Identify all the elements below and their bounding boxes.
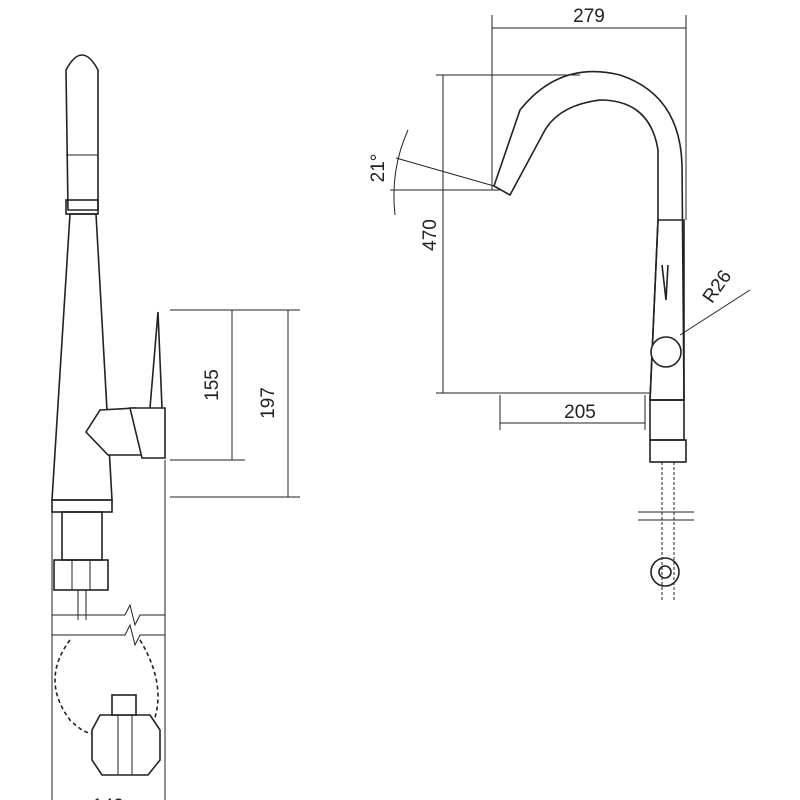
front-body	[649, 219, 685, 401]
lever-base	[84, 407, 143, 456]
hose-coil	[54, 639, 101, 735]
faucet-body	[51, 213, 113, 501]
lever-handle	[149, 311, 163, 409]
dim-reach: 205	[564, 402, 596, 423]
dim-height: 470	[420, 219, 441, 251]
front-nut	[649, 439, 687, 463]
spout-arc	[493, 70, 685, 401]
dim-base-width: 140	[92, 796, 124, 800]
weight	[91, 714, 161, 776]
dim-radius: R26	[699, 267, 736, 308]
dim-lever-height: 155	[202, 369, 223, 401]
side-view: 155 197 140	[51, 54, 300, 800]
lever-knob	[650, 336, 682, 368]
mounting-nut	[53, 559, 109, 591]
dim-reach-total: 279	[573, 6, 605, 27]
aerator	[65, 199, 99, 215]
spout-head	[65, 54, 99, 211]
dim-body-height: 197	[258, 387, 279, 419]
front-view: 279 470 205 21° R26	[368, 6, 751, 600]
dim-spout-angle: 21°	[368, 154, 389, 183]
hose-end	[650, 557, 680, 587]
